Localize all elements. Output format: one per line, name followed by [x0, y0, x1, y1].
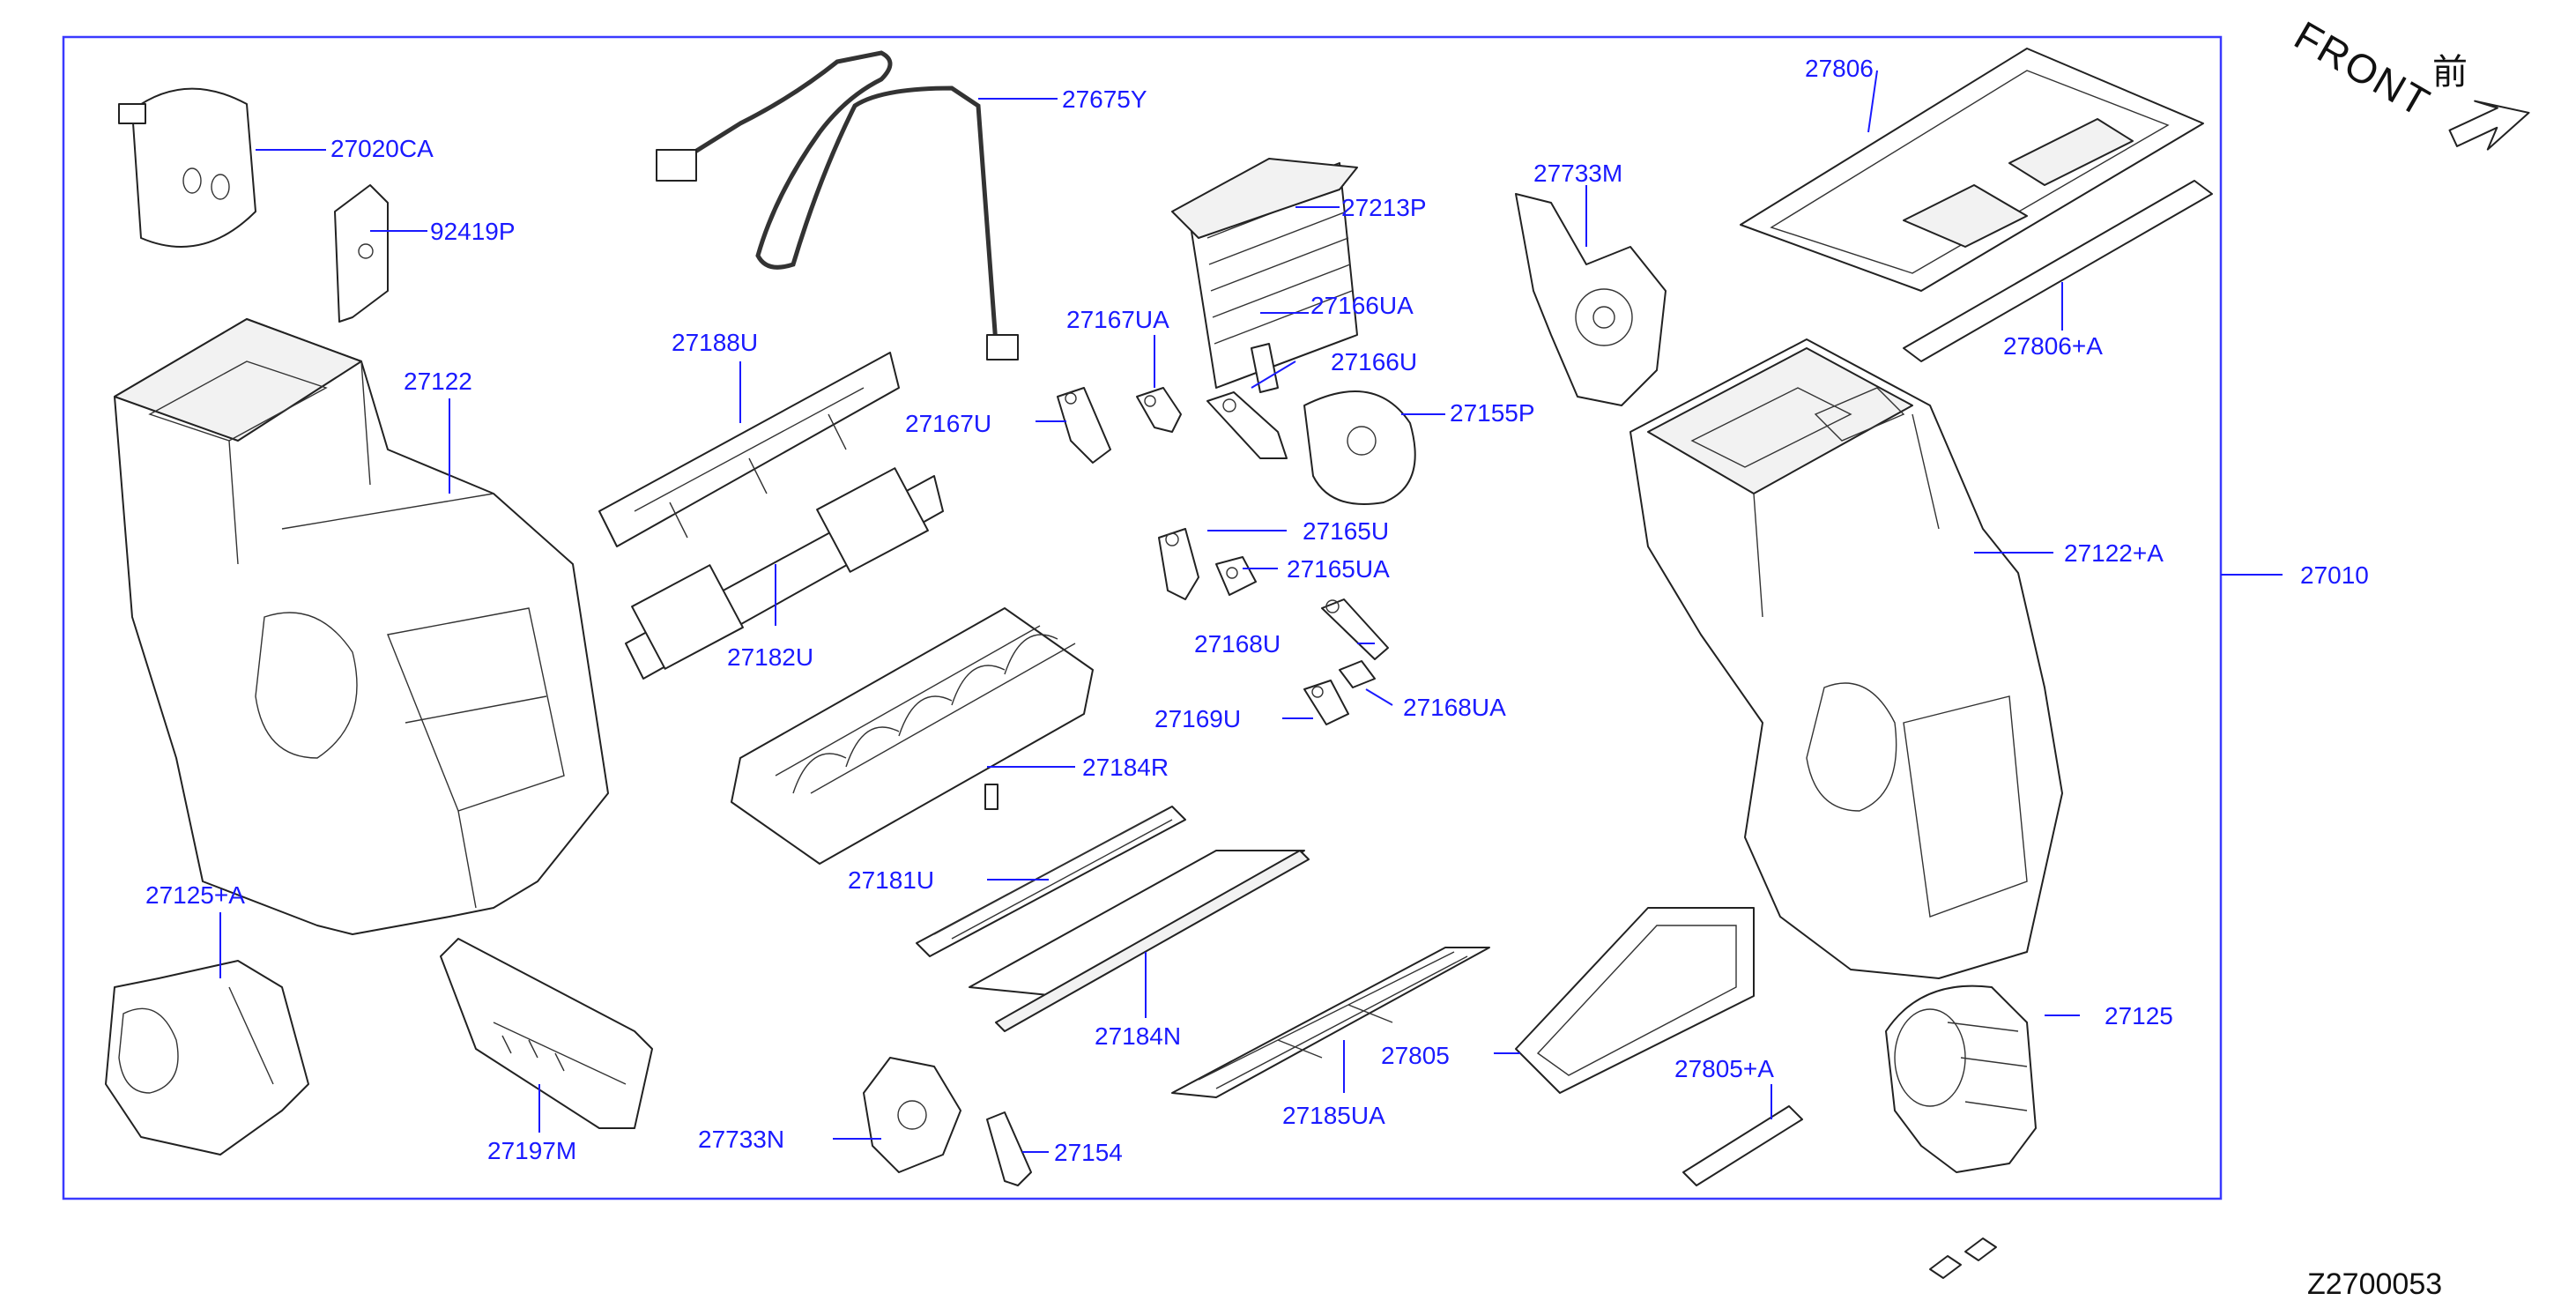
callout-27154: 27154: [1054, 1139, 1123, 1166]
callout-27167UA: 27167UA: [1066, 306, 1169, 333]
part-27122-heater-case: [114, 318, 609, 935]
part-27805A-seal-strip: [1682, 1105, 1803, 1186]
part-27733N-actuator: [863, 1057, 961, 1173]
front-arrow-icon: [2448, 100, 2530, 151]
part-27167U-lever: [1057, 387, 1111, 464]
part-27806-seal: [1740, 48, 2204, 292]
part-27213P-heater-core: [1171, 158, 1358, 389]
callout-27122: 27122: [404, 368, 472, 395]
callout-27184N: 27184N: [1095, 1022, 1181, 1050]
callout-27166UA: 27166UA: [1310, 292, 1414, 319]
callout-27165U: 27165U: [1303, 517, 1389, 545]
part-27806A-seal-strip: [1903, 180, 2213, 362]
callout-27805A: 27805+A: [1674, 1055, 1774, 1082]
callout-27213P: 27213P: [1341, 194, 1427, 221]
part-27167UA-link: [1136, 387, 1182, 433]
part-27181U-slide-door: [916, 806, 1186, 957]
callout-27168UA: 27168UA: [1403, 694, 1506, 721]
callout-27182U: 27182U: [727, 643, 813, 671]
callout-27155P: 27155P: [1450, 399, 1535, 427]
callout-labels: 27020CA 92419P 27122 27675Y 27188U 27182…: [145, 55, 2369, 1166]
callout-27122A: 27122+A: [2064, 539, 2164, 567]
front-kanji: 前: [2432, 52, 2468, 93]
part-92419P-bracket: [334, 184, 389, 323]
callout-27675Y: 27675Y: [1062, 85, 1147, 113]
part-27122A-heater-case: [1629, 338, 2063, 979]
part-27166UA-lever: [1251, 343, 1279, 393]
callout-27169U: 27169U: [1154, 705, 1241, 732]
part-27125A-motor-housing: [105, 960, 309, 1156]
part-27805-seal: [1515, 907, 1755, 1094]
callout-27806: 27806: [1805, 55, 1874, 82]
callout-27197M: 27197M: [487, 1137, 576, 1164]
part-27165UA-link: [1215, 556, 1257, 596]
callout-27166U: 27166U: [1331, 348, 1417, 375]
callout-27167U: 27167U: [905, 410, 991, 437]
part-27125-motor: [1885, 985, 2037, 1173]
part-27733M-actuator: [1515, 193, 1667, 406]
callout-27184R: 27184R: [1082, 754, 1169, 781]
callout-27125A: 27125+A: [145, 881, 245, 909]
callout-27181U: 27181U: [848, 866, 934, 894]
callout-27805: 27805: [1381, 1042, 1450, 1069]
callout-27020CA: 27020CA: [330, 135, 434, 162]
part-27675Y-harness: [656, 50, 1019, 360]
part-27184R-louver: [731, 607, 1094, 865]
callout-27733M: 27733M: [1533, 160, 1622, 187]
loose-clips: [1929, 1237, 1997, 1279]
part-27188U-door: [598, 352, 900, 547]
part-27155P-cam-plate: [1303, 390, 1416, 505]
part-27154-link: [986, 1111, 1032, 1186]
front-label: FRONT: [2287, 12, 2439, 126]
callout-92419P: 92419P: [430, 218, 516, 245]
callout-27168U: 27168U: [1194, 630, 1281, 658]
callout-27125: 27125: [2105, 1002, 2173, 1029]
callout-27806A: 27806+A: [2003, 332, 2103, 360]
part-27166U-lever: [1206, 391, 1288, 459]
part-27169U-link: [1303, 680, 1349, 725]
front-indicator: FRONT 前: [2287, 12, 2530, 151]
assembly-frame: [62, 35, 2223, 1200]
callout-27733N: 27733N: [698, 1126, 784, 1153]
diagram-code: Z2700053: [2307, 1267, 2442, 1301]
part-27165U-link: [1158, 528, 1199, 600]
part-27168UA-link: [1339, 660, 1376, 688]
part-27184N-filter: [969, 850, 1310, 1032]
part-27185UA-slide-door: [1171, 947, 1490, 1098]
callout-27010: 27010: [2300, 561, 2369, 589]
part-27020CA-cover: [118, 87, 256, 248]
callout-27165UA: 27165UA: [1287, 555, 1390, 583]
leader-lines: [219, 70, 2283, 1153]
callout-27185UA: 27185UA: [1282, 1102, 1385, 1129]
part-27168U-link: [1321, 598, 1389, 660]
part-27182U-door: [625, 467, 944, 680]
callout-27188U: 27188U: [672, 329, 758, 356]
part-27197M-duct: [440, 938, 653, 1129]
